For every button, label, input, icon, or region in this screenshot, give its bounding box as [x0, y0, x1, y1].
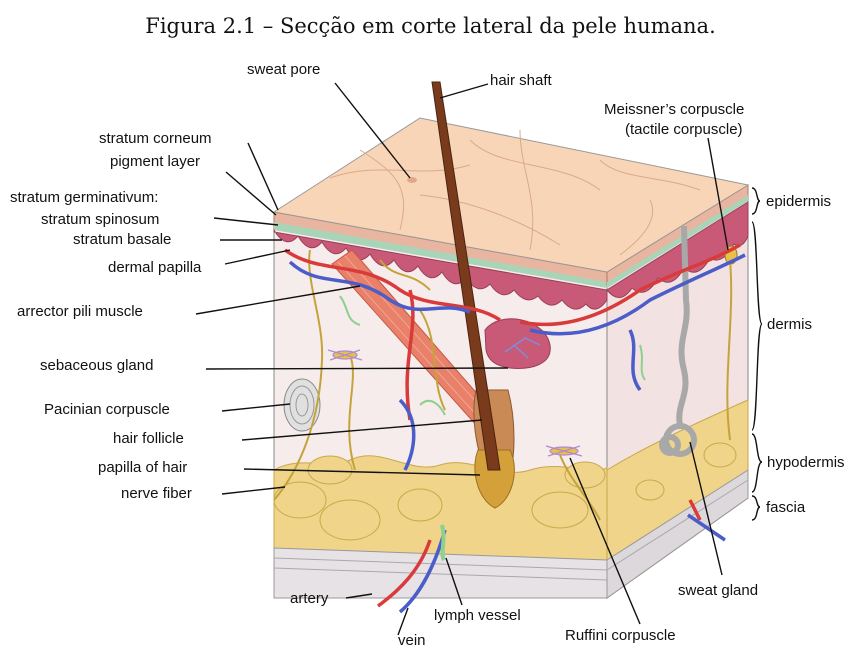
pacinian-corpuscle — [284, 379, 320, 431]
label-epidermis: epidermis — [766, 193, 831, 210]
label-hypodermis: hypodermis — [767, 454, 845, 471]
label-pigment-layer: pigment layer — [110, 153, 200, 170]
label-stratum-spinosum: stratum spinosum — [41, 211, 159, 228]
label-sebaceous-gland: sebaceous gland — [40, 357, 153, 374]
label-hair-shaft: hair shaft — [490, 72, 553, 89]
label-tactile-corpuscle: (tactile corpuscle) — [625, 121, 743, 138]
sensory-corpuscle — [328, 350, 362, 360]
label-dermal-papilla: dermal papilla — [108, 259, 202, 276]
sweat-pore-dot — [407, 177, 417, 183]
lymph-vessel-shape — [442, 525, 444, 560]
label-sweat-pore: sweat pore — [247, 61, 320, 78]
label-vein: vein — [398, 632, 426, 648]
label-dermis: dermis — [767, 316, 812, 333]
layer-brackets — [752, 188, 762, 520]
label-sweat-gland: sweat gland — [678, 582, 758, 599]
label-hair-follicle: hair follicle — [113, 430, 184, 447]
label-nerve-fiber: nerve fiber — [121, 485, 192, 502]
label-stratum-corneum: stratum corneum — [99, 130, 212, 147]
label-pacinian-corpuscle: Pacinian corpuscle — [44, 401, 170, 418]
label-fascia: fascia — [766, 499, 806, 516]
label-meissner-corpuscle: Meissner’s corpuscle — [604, 101, 744, 118]
ruffini-corpuscle — [546, 446, 582, 456]
label-artery: artery — [290, 590, 329, 607]
label-ruffini-corpuscle: Ruffini corpuscle — [565, 627, 676, 644]
label-stratum-germinativum: stratum germinativum: — [10, 189, 158, 206]
label-arrector-pili-muscle: arrector pili muscle — [17, 303, 143, 320]
label-papilla-of-hair: papilla of hair — [98, 459, 187, 476]
label-lymph-vessel: lymph vessel — [434, 607, 521, 624]
label-stratum-basale: stratum basale — [73, 231, 171, 248]
